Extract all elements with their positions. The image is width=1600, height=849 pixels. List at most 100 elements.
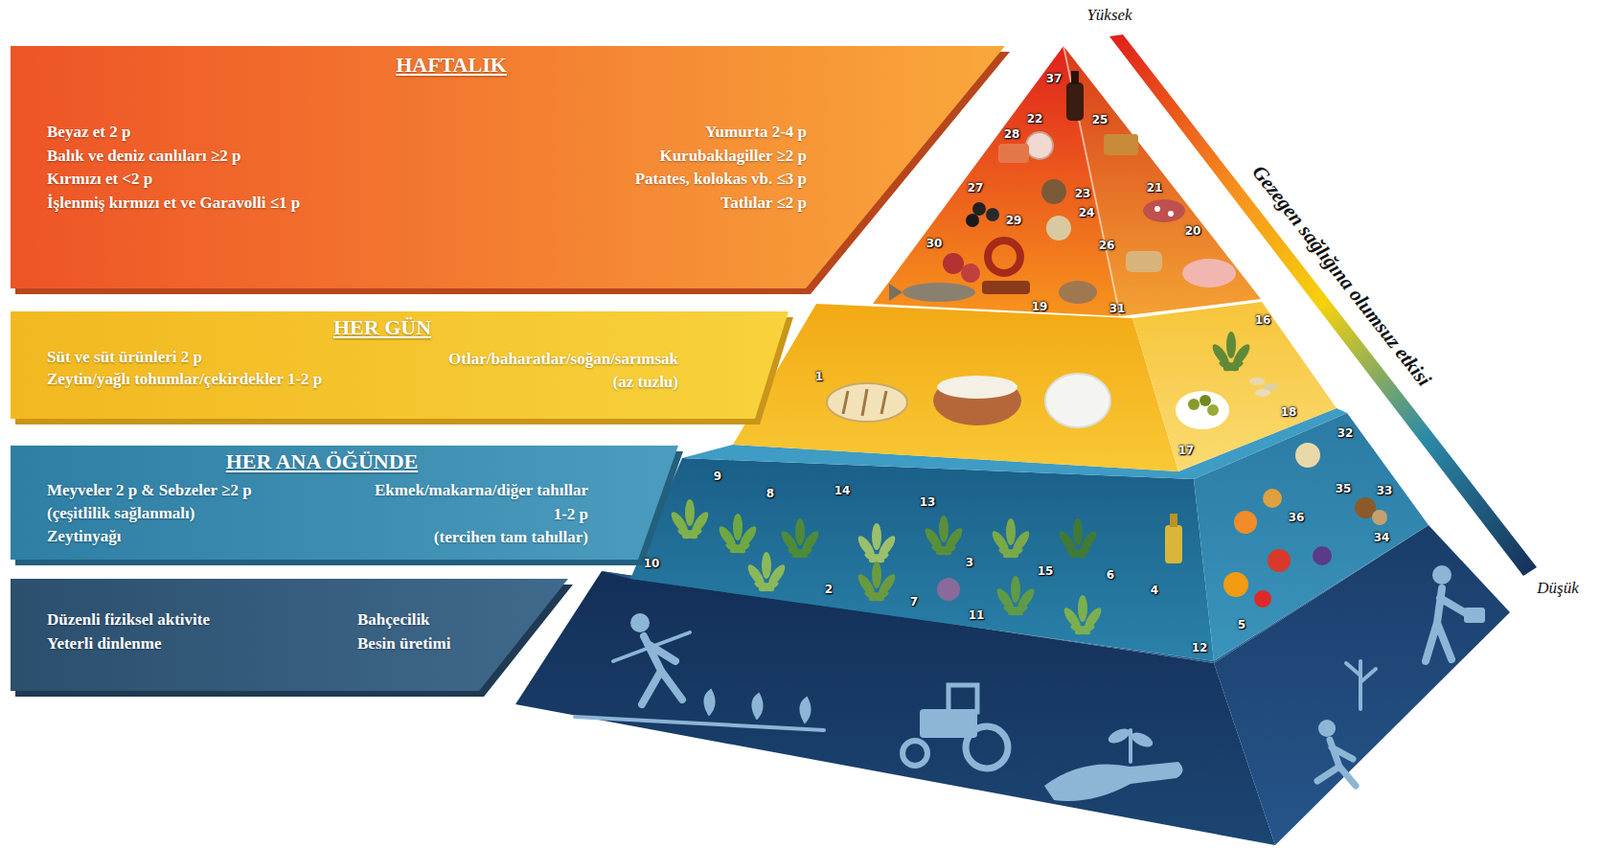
callout-number: 14	[834, 483, 851, 498]
callout-number: 11	[968, 608, 985, 622]
band-item: Yeterli dinlenme	[46, 634, 161, 654]
food-group-band: HER ANA ÖĞÜNDEMeyveler 2 p & Sebzeler ≥2…	[10, 445, 679, 560]
food-group-band: HER GÜNSüt ve süt ürünleri 2 pZeytin/yağ…	[10, 311, 789, 419]
callout-number: 25	[1092, 113, 1109, 127]
daily-food-pictures	[1255, 388, 1271, 397]
meal-food-pictures	[1223, 571, 1249, 597]
callout-number: 17	[1178, 443, 1195, 458]
weekly-food-pictures	[987, 240, 1021, 274]
band-heading: HAFTALIK	[395, 52, 507, 78]
band-item: Kırmızı et <2 p	[46, 169, 153, 189]
meal-food-pictures	[855, 523, 899, 565]
band-item: Balık ve deniz canlıları ≥2 p	[46, 146, 241, 166]
daily-food-pictures	[1207, 404, 1219, 416]
weekly-food-pictures	[982, 280, 1030, 295]
meal-food-pictures	[1371, 509, 1388, 526]
meal-food-pictures	[994, 575, 1038, 618]
weekly-food-pictures	[1167, 210, 1174, 217]
daily-food-pictures	[1249, 377, 1265, 386]
band-item: Tatlılar ≤2 p	[720, 193, 807, 213]
callout-number: 26	[1098, 238, 1116, 252]
meal-food-pictures	[1267, 548, 1291, 572]
lifestyle-icons	[1106, 725, 1133, 746]
band-item: (çeşitlilik sağlanmalı)	[46, 503, 195, 524]
callout-number: 3	[965, 555, 974, 570]
lifestyle-icons	[1317, 739, 1356, 786]
weekly-food-pictures	[1154, 205, 1161, 212]
lifestyle-icons	[574, 716, 824, 731]
weekly-food-pictures	[1058, 280, 1098, 304]
callout-number: 37	[1046, 71, 1063, 86]
meal-food-pictures	[1056, 518, 1100, 560]
lifestyle-icons	[1425, 588, 1466, 662]
lifestyle-icons	[948, 685, 978, 712]
band-item: Otlar/baharatlar/soğan/sarımsak	[448, 349, 679, 369]
weekly-food-pictures	[965, 213, 980, 228]
callout-number: 10	[643, 556, 661, 571]
lifestyle-icons	[965, 726, 1008, 769]
meal-food-pictures	[668, 442, 1388, 637]
lifestyle-icons	[1432, 565, 1452, 585]
callout-number: 13	[919, 495, 937, 509]
meal-food-pictures	[778, 518, 823, 560]
band-item: Ekmek/makarna/diğer tahıllar	[374, 480, 589, 501]
lifestyle-icons	[704, 689, 810, 723]
lifestyle-icons	[1318, 719, 1336, 737]
meal-food-pictures	[745, 551, 789, 594]
band-shape	[10, 45, 1006, 289]
meal-food-pictures	[1234, 510, 1258, 534]
callout-number: 27	[967, 181, 984, 195]
band-item: Yumurta 2-4 p	[705, 122, 807, 142]
band-item: İşlenmiş kırmızı et ve Garavolli ≤1 p	[46, 193, 300, 213]
daily-food-pictures	[1188, 398, 1200, 411]
callout-number: 35	[1335, 481, 1352, 496]
pyramid-tier	[630, 457, 1214, 662]
lifestyle-icons	[574, 565, 1486, 801]
callout-number: 2	[824, 582, 833, 596]
callout-number: 15	[1037, 564, 1054, 578]
food-group-band: Düzenli fiziksel aktiviteYeterli dinlenm…	[10, 578, 569, 691]
meal-food-pictures	[855, 561, 899, 603]
meal-food-pictures	[937, 577, 960, 601]
pyramid-tier	[732, 303, 1179, 472]
axis-label: Düşük	[1536, 578, 1578, 598]
callout-number: 23	[1074, 186, 1092, 201]
callout-number: 9	[713, 469, 722, 483]
meal-food-pictures	[1165, 525, 1183, 564]
callout-number: 16	[1255, 313, 1272, 327]
lifestyle-icons	[902, 740, 928, 766]
impact-gradient-wedge	[1109, 34, 1537, 576]
weekly-food-pictures	[889, 283, 903, 301]
callout-number: 20	[1185, 224, 1202, 238]
callout-number: 1	[815, 369, 823, 384]
pyramid-tier	[1063, 45, 1120, 317]
meal-food-pictures	[1262, 488, 1282, 508]
band-item: Zeytin/yağlı tohumlar/çekirdekler 1-2 p	[46, 369, 322, 389]
weekly-food-pictures	[902, 282, 976, 302]
daily-food-pictures	[1045, 373, 1111, 428]
food-group-band: HAFTALIKBeyaz et 2 pBalık ve deniz canlı…	[10, 45, 1006, 289]
daily-food-pictures	[933, 375, 1022, 426]
callout-number: 29	[1005, 213, 1023, 228]
callout-number: 6	[1106, 568, 1115, 582]
weekly-food-pictures	[1066, 82, 1084, 121]
callout-number: 12	[1191, 640, 1209, 655]
band-item: 1-2 p	[553, 504, 589, 525]
band-heading: HER GÜN	[333, 315, 432, 341]
lifestyle-icons	[1346, 661, 1376, 709]
daily-food-pictures	[1210, 331, 1254, 373]
band-item: Bahçecilik	[357, 610, 431, 630]
meal-food-pictures	[1295, 442, 1321, 468]
lifestyle-icons	[1044, 761, 1184, 801]
meal-food-pictures	[989, 518, 1033, 560]
callout-number: 24	[1078, 205, 1096, 220]
impact-gradient-wedge	[1109, 34, 1537, 576]
callout-number: 32	[1337, 426, 1354, 440]
callout-number: 5	[1237, 617, 1246, 632]
weekly-food-pictures	[960, 263, 981, 283]
meal-food-pictures	[716, 513, 760, 555]
band-heading: HER ANA ÖĞÜNDE	[226, 449, 418, 475]
meal-food-pictures	[1254, 590, 1272, 608]
lifestyle-icons	[630, 613, 650, 633]
callout-number: 31	[1109, 301, 1126, 316]
